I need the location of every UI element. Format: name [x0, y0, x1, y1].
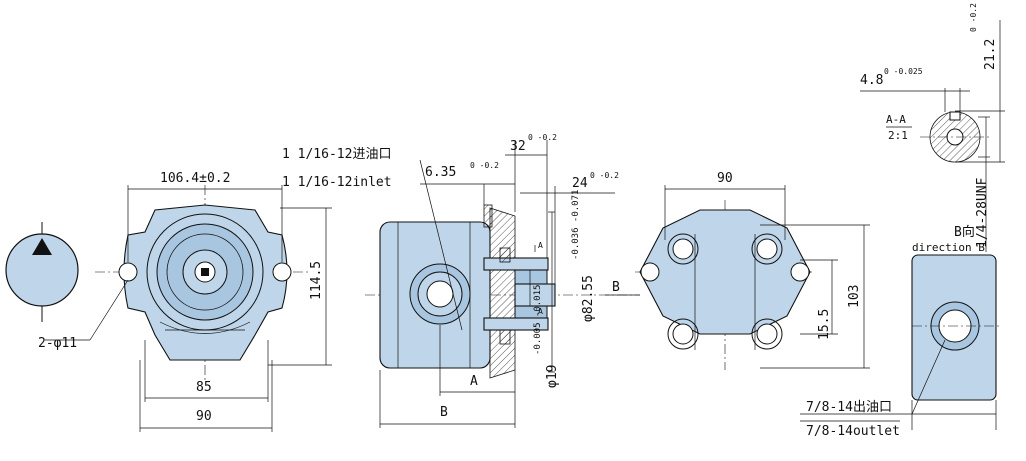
- rear-height-dim: 103: [847, 284, 862, 308]
- side-plate-dim: 6.35: [425, 165, 457, 180]
- shaft-step-tol: 0 -0.2: [590, 171, 619, 180]
- rear-width-dim: 90: [717, 171, 733, 186]
- section-mark-top: A: [538, 241, 543, 250]
- thread-dim: 1/4-28UNF: [975, 177, 990, 248]
- view-b-label-cn: B向: [954, 225, 975, 240]
- mount-holes-dim: 2-φ11: [38, 336, 78, 351]
- key-width-tol: 0 -0.025: [884, 67, 923, 76]
- section-aa-label: A-A: [886, 113, 906, 126]
- inlet-label-cn: 1 1/16-12进油口: [282, 147, 392, 162]
- shaft-len-tol: 0 -0.2: [528, 133, 557, 142]
- flange-outer-dim: 90: [196, 409, 212, 424]
- key-height-dim: 21.2: [983, 38, 998, 70]
- arrow-b-label: B: [612, 280, 620, 295]
- side-view: [365, 140, 640, 428]
- side-plate-tol: 0 -0.2: [470, 161, 499, 170]
- front-width-dim: 106.4±0.2: [160, 171, 231, 186]
- section-aa-detail: [860, 20, 1005, 252]
- rear-small-dim: 15.5: [817, 308, 832, 340]
- pilot-tol: -0.036 -0.071: [571, 189, 581, 260]
- shaft-dia-dim: φ19: [545, 364, 560, 388]
- pump-symbol: [5, 222, 79, 322]
- front-height-dim: 114.5: [309, 260, 324, 300]
- rear-view: [605, 185, 870, 370]
- pilot-dia-dim: φ82.55: [581, 275, 596, 322]
- view-b-label-en: direction B: [912, 241, 985, 254]
- flange-inner-dim: 85: [196, 380, 212, 395]
- dim-b-label: B: [440, 405, 448, 420]
- front-view: [45, 185, 332, 432]
- inlet-label-en: 1 1/16-12inlet: [282, 175, 392, 190]
- shaft-tol: -0.005 -0.015: [533, 284, 543, 355]
- outlet-label-en: 7/8-14outlet: [806, 424, 900, 439]
- dim-a-label: A: [470, 374, 478, 389]
- outlet-label-cn: 7/8-14出油口: [806, 400, 892, 415]
- shaft-step-dim: 24: [572, 176, 588, 191]
- section-mark-bottom: A: [538, 307, 543, 316]
- direction-b-view: [800, 254, 1000, 430]
- scale-label: 2:1: [888, 129, 908, 142]
- key-height-tol: 0 -0.2: [969, 3, 978, 32]
- key-width-dim: 4.8: [860, 73, 884, 88]
- shaft-len-dim: 32: [510, 139, 526, 154]
